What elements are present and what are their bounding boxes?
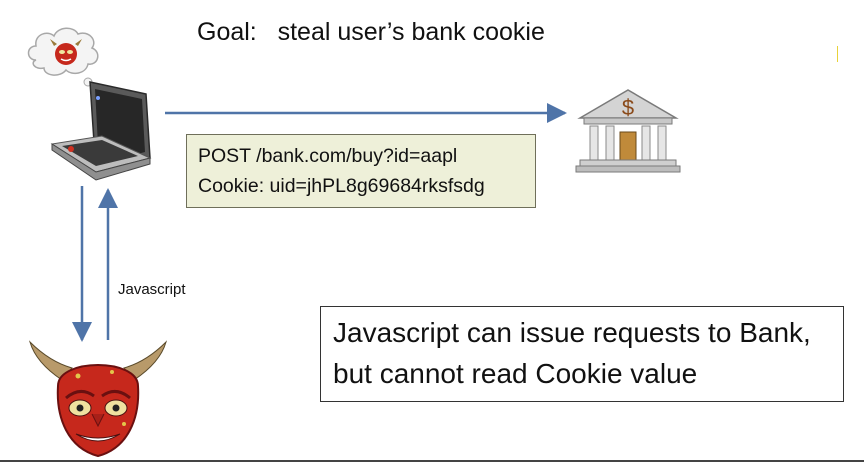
bank-dollar-sign: $ — [622, 95, 634, 120]
request-line-cookie: Cookie: uid=jhPL8g69684rksfsdg — [198, 175, 485, 197]
note-box: Javascript can issue requests to Bank, b… — [320, 306, 844, 402]
slide-edge-mark — [837, 46, 838, 62]
devil-thought-cloud-icon — [27, 27, 99, 95]
bank-icon: $ — [575, 89, 681, 173]
devil-face-icon — [28, 340, 168, 458]
bottom-divider — [0, 460, 864, 462]
request-line-post: POST /bank.com/buy?id=aapl — [198, 145, 458, 167]
request-box: POST /bank.com/buy?id=aapl Cookie: uid=j… — [186, 134, 536, 208]
javascript-arrow-label: Javascript — [118, 281, 186, 298]
laptop-icon — [50, 81, 152, 181]
goal-title: Goal: steal user’s bank cookie — [197, 18, 545, 46]
note-line-1: Javascript can issue requests to Bank, — [333, 317, 811, 348]
note-line-2: but cannot read Cookie value — [333, 358, 698, 389]
